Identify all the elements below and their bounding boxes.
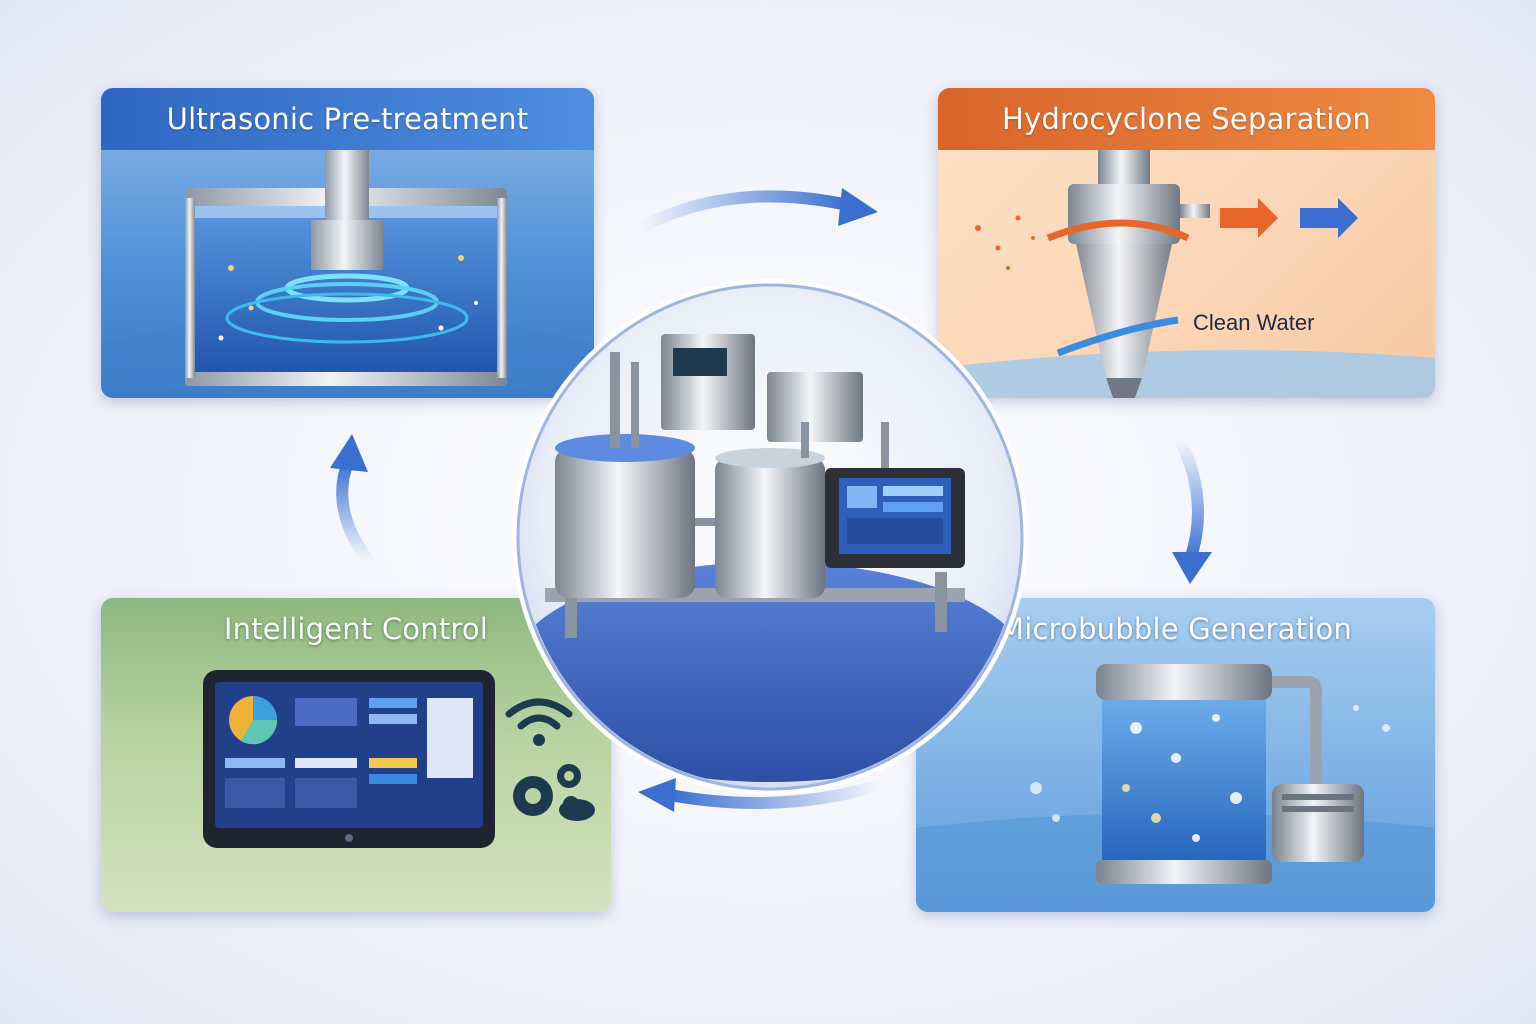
microbubble-panel-title: Microbubble Generation	[999, 612, 1352, 646]
hydrocyclone-separation-panel: Hydrocyclone Separation	[938, 88, 1435, 398]
wifi-icon	[505, 698, 573, 746]
hydrocyclone-icon	[938, 150, 1435, 398]
arrow-right-icon	[634, 188, 878, 234]
water-treatment-machine-icon	[512, 279, 1028, 795]
clean-water-label: Clean Water	[1193, 310, 1315, 335]
gears-icon	[513, 764, 595, 821]
hydrocyclone-panel-title: Hydrocyclone Separation	[938, 88, 1435, 150]
control-panel-body	[101, 598, 611, 912]
control-panel-title: Intelligent Control	[223, 612, 489, 646]
microbubble-tank-icon	[916, 664, 1435, 912]
ultrasonic-pretreatment-panel: Ultrasonic Pre-treatment	[101, 88, 594, 398]
microbubble-panel-body	[916, 598, 1435, 912]
cloud-icon	[559, 796, 595, 821]
tablet-dashboard-icon	[203, 670, 495, 848]
microbubble-generation-panel: Microbubble Generation	[916, 598, 1435, 912]
arrow-down-icon	[1172, 434, 1212, 584]
ultrasonic-tank-icon	[101, 150, 594, 398]
ultrasonic-panel-title: Ultrasonic Pre-treatment	[101, 88, 594, 150]
arrow-up-icon	[330, 434, 374, 566]
intelligent-control-panel: Intelligent Control	[101, 598, 611, 912]
